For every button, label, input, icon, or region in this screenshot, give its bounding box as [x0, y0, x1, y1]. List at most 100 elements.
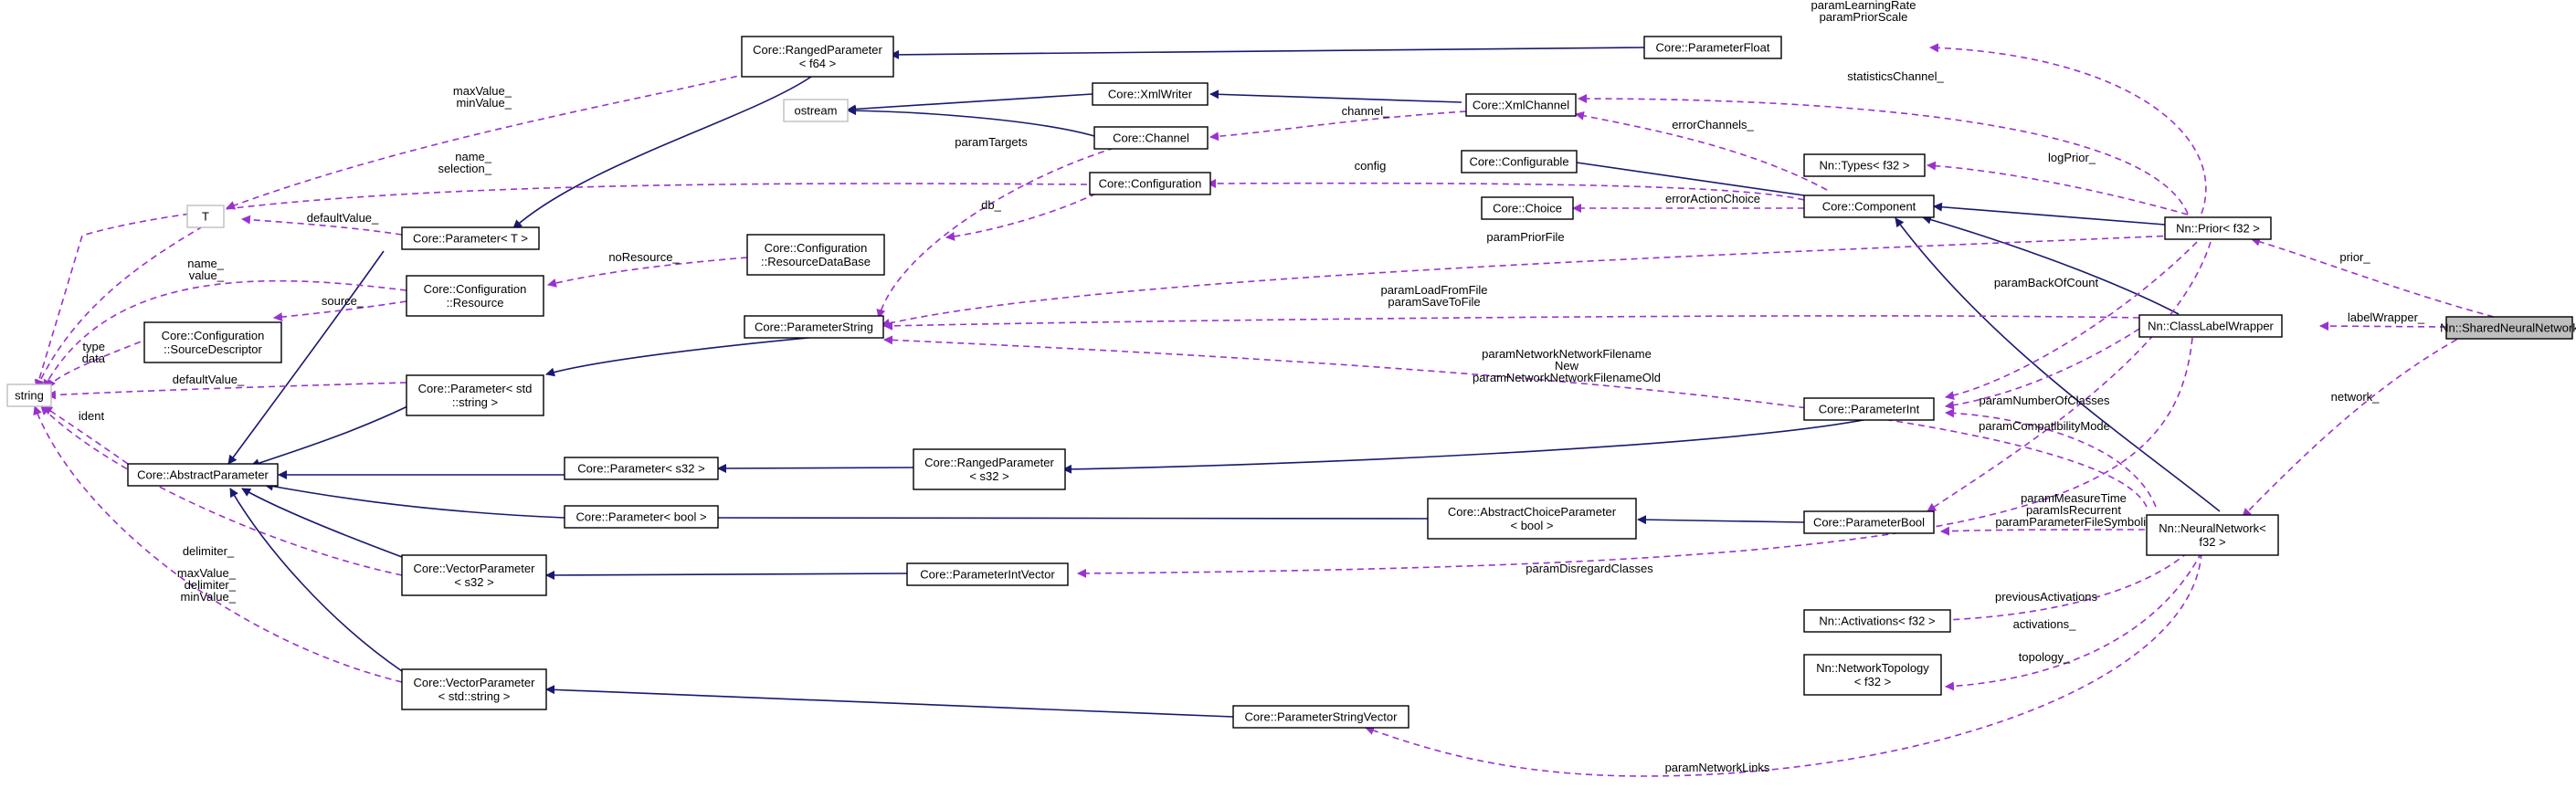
edge-parambool-abstract	[264, 481, 565, 519]
node-parameter-t[interactable]: Core::Parameter< T >	[401, 226, 540, 250]
node-ranged-parameter-s32-box	[913, 448, 1066, 490]
edge-paramint-rangeds32	[1062, 416, 1878, 474]
node-string[interactable]: string	[6, 383, 52, 407]
edge-intvector-vectors32	[545, 570, 908, 580]
edge-label-line: prior_	[2339, 250, 2370, 264]
node-xml-channel[interactable]: Core::XmlChannel	[1465, 93, 1577, 117]
edge-label-back-off: paramBackOfCount	[1994, 276, 2099, 289]
edge-label-prior-file: paramPriorFile	[1486, 230, 1564, 244]
node-t-box	[186, 205, 225, 228]
node-parameter-float-box	[1643, 36, 1782, 59]
node-parameter-s32[interactable]: Core::Parameter< s32 >	[564, 457, 719, 480]
edge-prior-paramint	[1945, 241, 2198, 400]
node-label: Core::Configuration	[424, 282, 527, 296]
node-parameter-int-vector[interactable]: Core::ParameterIntVector	[906, 562, 1069, 586]
node-xml-writer-box	[1092, 82, 1209, 106]
node-shared-neural-network-box	[2445, 316, 2573, 340]
node-parameter-int[interactable]: Core::ParameterInt	[1803, 397, 1935, 421]
edge-classlabel-paramint	[1945, 328, 2140, 410]
edge-stringvector-vectorstring	[545, 685, 1234, 718]
edge-network-stringvector	[1365, 552, 2202, 777]
edge-label-line: paramParameterFileSymbolic	[1995, 515, 2152, 529]
node-configurable[interactable]: Core::Configurable	[1461, 150, 1578, 173]
node-vector-parameter-string[interactable]: Core::VectorParameter< std::string >	[401, 668, 547, 710]
node-parameter-s32-box	[564, 457, 719, 480]
node-network-topology-f32[interactable]: Nn::NetworkTopology< f32 >	[1803, 654, 1942, 696]
node-parameter-string-vector[interactable]: Core::ParameterStringVector	[1232, 705, 1409, 729]
node-source-descriptor[interactable]: Core::Configuration::SourceDescriptor	[143, 321, 282, 363]
node-label: < std::string >	[438, 689, 511, 703]
edge-label-line: errorActionChoice	[1665, 192, 1760, 205]
edge-label-line: activations_	[2013, 617, 2076, 631]
node-label: ::ResourceDataBase	[761, 255, 871, 268]
edge-label-max-min: maxValue_minValue_	[453, 84, 512, 110]
edge-component-configuration	[1207, 178, 1805, 201]
node-ranged-parameter-f64[interactable]: Core::RangedParameter< f64 >	[741, 36, 894, 78]
node-parameter-string[interactable]: Core::ParameterString	[744, 315, 884, 339]
node-configuration-resource[interactable]: Core::Configuration::Resource	[406, 275, 544, 317]
node-configuration-resource-box	[406, 275, 544, 317]
node-vector-parameter-s32[interactable]: Core::VectorParameter< s32 >	[401, 554, 547, 596]
node-resource-database[interactable]: Core::Configuration::ResourceDataBase	[746, 234, 885, 276]
edge-classlabel-intvector	[1077, 337, 2193, 578]
node-parameter-string-box	[744, 315, 884, 339]
edge-prior-component	[1933, 202, 2166, 226]
node-label: < f64 >	[799, 57, 836, 70]
node-label: Nn::ClassLabelWrapper	[2148, 320, 2274, 333]
node-channel-box	[1093, 126, 1209, 150]
edge-label-line: db_	[981, 198, 1001, 212]
node-parameter-float[interactable]: Core::ParameterFloat	[1643, 36, 1782, 59]
node-types-f32[interactable]: Nn::Types< f32 >	[1803, 153, 1926, 177]
node-channel[interactable]: Core::Channel	[1093, 126, 1209, 150]
node-parameter-std-string[interactable]: Core::Parameter< std::string >	[406, 374, 544, 416]
edge-label-line: defaultValue_	[173, 373, 245, 386]
node-choice-box	[1481, 196, 1574, 220]
node-configuration-box	[1089, 172, 1211, 195]
edge-ranged-parameter	[512, 76, 812, 229]
node-choice[interactable]: Core::Choice	[1481, 196, 1574, 220]
edge-label-line: errorChannels_	[1672, 118, 1754, 131]
node-label: Core::Component	[1822, 200, 1916, 214]
edge-config-resource	[273, 300, 407, 322]
node-xml-writer[interactable]: Core::XmlWriter	[1092, 82, 1209, 106]
node-label: T	[202, 210, 209, 224]
edge-label-compat: paramCompatibilityMode	[1979, 419, 2110, 433]
node-label: Nn::SharedNeuralNetwork	[2440, 321, 2576, 335]
node-abstract-choice-parameter[interactable]: Core::AbstractChoiceParameter< bool >	[1427, 498, 1637, 540]
node-label: Core::Configuration	[1099, 177, 1202, 191]
edge-network-paramstring	[883, 335, 2148, 508]
node-source-descriptor-box	[143, 321, 282, 363]
node-ostream[interactable]: ostream	[783, 99, 849, 122]
edge-label-line: network_	[2331, 390, 2381, 404]
node-neural-network-f32[interactable]: Nn::NeuralNetwork<f32 >	[2146, 514, 2279, 556]
node-parameter-string-vector-box	[1232, 705, 1409, 729]
node-label: Core::Choice	[1493, 202, 1562, 215]
edge-label-line: paramNumberOfClasses	[1979, 394, 2110, 407]
node-parameter-bool[interactable]: Core::Parameter< bool >	[564, 505, 719, 529]
node-neural-network-f32-box	[2146, 514, 2279, 556]
node-ranged-parameter-s32[interactable]: Core::RangedParameter< s32 >	[913, 448, 1066, 490]
edge-label-line: defaultValue_	[307, 211, 379, 225]
edge-label-line: paramCompatibilityMode	[1979, 419, 2110, 433]
edge-label-line: logPrior_	[2048, 151, 2096, 164]
node-activations-f32[interactable]: Nn::Activations< f32 >	[1803, 609, 1951, 633]
edge-shared-classlabel	[2319, 321, 2447, 331]
edge-network-paramint	[1945, 408, 2157, 508]
edge-label-line: statisticsChannel_	[1847, 69, 1944, 83]
node-configuration[interactable]: Core::Configuration	[1089, 172, 1211, 195]
node-abstract-parameter[interactable]: Core::AbstractParameter	[127, 463, 279, 487]
node-prior-f32[interactable]: Nn::Prior< f32 >	[2164, 216, 2272, 240]
edge-label-network: network_	[2331, 390, 2381, 404]
edge-label-topology: topology_	[2019, 650, 2071, 664]
node-component[interactable]: Core::Component	[1803, 194, 1935, 218]
edge-prior-types	[1927, 161, 2189, 215]
nodes: Core::RangedParameter< f64 > Core::Param…	[6, 36, 2576, 729]
node-label: ::string >	[452, 395, 498, 409]
node-shared-neural-network[interactable]: Nn::SharedNeuralNetwork	[2440, 316, 2576, 340]
node-class-label-wrapper[interactable]: Nn::ClassLabelWrapper	[2138, 314, 2283, 338]
node-t[interactable]: T	[186, 205, 225, 228]
node-parameterbool[interactable]: Core::ParameterBool	[1803, 510, 1935, 534]
node-string-box	[6, 383, 52, 407]
